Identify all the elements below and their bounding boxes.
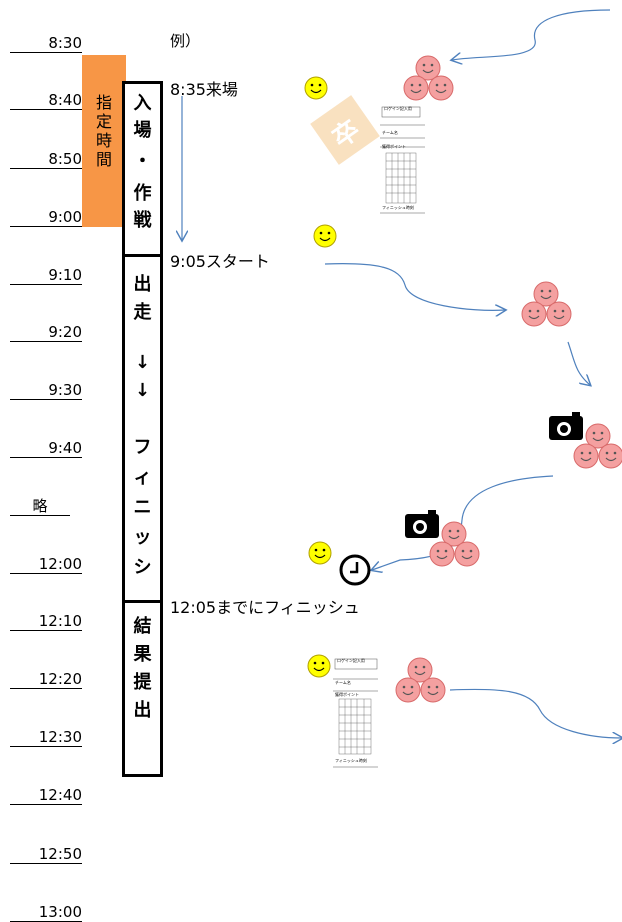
time-label: 12:10 [10, 612, 82, 631]
designated-char: 指 [95, 93, 112, 112]
smiley-yellow [308, 541, 332, 565]
time-label: 12:20 [10, 670, 82, 689]
phase-char: ・ [133, 151, 152, 172]
form-points-label: 獲得ポイント [335, 692, 359, 697]
curve-arrow [567, 341, 590, 385]
time-label: 12:50 [10, 845, 82, 864]
time-label: 9:00 [10, 208, 82, 227]
team-trio [404, 56, 453, 100]
phase-char: フ [133, 437, 152, 458]
phase-entry-box: 入 場 ・ 作 戦 [122, 81, 163, 257]
designated-char: 時 [95, 131, 112, 150]
time-label: 9:40 [10, 439, 82, 458]
smiley-yellow [304, 76, 328, 100]
phase-char: シ [133, 557, 152, 578]
phase-char: 作 [133, 183, 152, 204]
phase-char: ↓ [134, 352, 151, 373]
form-points-label: 獲得ポイント [382, 144, 406, 149]
phase-char: 出 [133, 274, 152, 295]
form-team-label: チーム名 [335, 680, 351, 685]
finish-label: 12:05までにフィニッシュ [170, 598, 360, 617]
time-label: 12:00 [10, 555, 82, 574]
time-label: 12:40 [10, 786, 82, 805]
stamp-icon [310, 95, 380, 165]
phase-char: ニ [133, 497, 152, 518]
phase-char: 場 [133, 120, 152, 141]
form-title: ロゲイン記入用 [337, 658, 365, 663]
phase-char: 出 [133, 700, 152, 721]
phase-char: ッ [133, 527, 152, 548]
phase-result-box: 結 果 提 出 [122, 600, 163, 777]
start-label: 9:05スタート [170, 252, 270, 271]
designated-time-block: 指 定 時 間 [82, 55, 126, 227]
form-finish-label: フィニッシュ時刻 [335, 758, 367, 763]
camera-icon [405, 510, 439, 538]
arrive-label: 8:35来場 [170, 80, 238, 99]
phase-char: ィ [133, 467, 152, 488]
designated-char: 定 [95, 112, 112, 131]
camera-icon [549, 412, 583, 440]
team-trio [396, 658, 445, 702]
answer-form [380, 105, 425, 215]
phase-char: 入 [133, 93, 152, 114]
curve-arrow [449, 688, 622, 738]
phase-char: 結 [133, 616, 152, 637]
phase-char: 走 [133, 302, 152, 323]
time-label: 8:50 [10, 150, 82, 169]
form-finish-label: フィニッシュ時刻 [382, 205, 414, 210]
phase-char: ↓ [134, 380, 151, 401]
curve-arrow [452, 9, 611, 60]
example-label: 例） [170, 32, 201, 50]
smiley-yellow [313, 224, 337, 248]
time-label: 9:30 [10, 381, 82, 400]
time-label: 8:30 [10, 34, 82, 53]
time-label: 9:20 [10, 323, 82, 342]
smiley-yellow [307, 654, 331, 678]
answer-form [333, 657, 378, 768]
form-team-label: チーム名 [382, 130, 398, 135]
phase-char: 提 [133, 672, 152, 693]
time-label: 略 [10, 497, 70, 516]
phase-run-box: 出 走 ↓ ↓ フ ィ ニ ッ シ [122, 254, 163, 603]
clock-icon [339, 554, 371, 586]
curve-arrow [324, 263, 505, 311]
designated-char: 間 [95, 150, 112, 169]
phase-char: 戦 [133, 210, 152, 231]
team-trio [522, 282, 571, 326]
form-title: ロゲイン記入用 [384, 106, 412, 111]
phase-char: 果 [133, 644, 152, 665]
time-label: 8:40 [10, 91, 82, 110]
time-label: 12:30 [10, 728, 82, 747]
time-label: 9:10 [10, 266, 82, 285]
